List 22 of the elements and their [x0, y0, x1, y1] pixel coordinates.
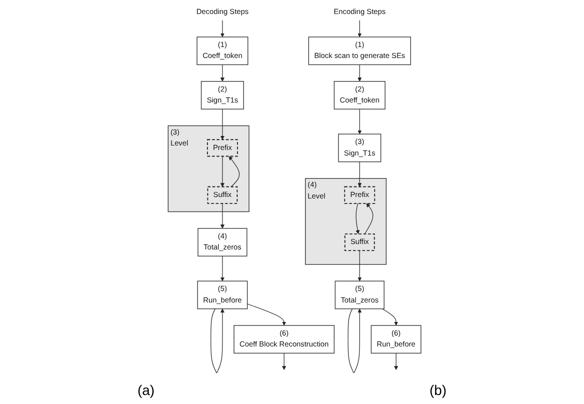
arrow — [394, 352, 398, 370]
arrow — [358, 20, 362, 38]
arrow — [348, 308, 362, 374]
arrow — [220, 64, 224, 82]
arrow — [247, 304, 286, 326]
arrow — [282, 352, 286, 370]
panel-label: (b) — [429, 382, 447, 398]
arrow — [358, 64, 362, 82]
arrow — [220, 256, 224, 282]
arrow — [358, 250, 362, 282]
arrow — [220, 203, 224, 229]
arrow — [358, 108, 362, 134]
arrow — [358, 162, 362, 187]
arrow — [210, 308, 224, 374]
panel-label: (a) — [137, 382, 155, 398]
arrow — [228, 156, 240, 188]
arrow — [382, 308, 398, 326]
arrow — [220, 156, 224, 187]
arrow — [220, 20, 224, 38]
arrow — [220, 108, 224, 140]
arrow — [364, 203, 374, 234]
arrow — [356, 203, 360, 234]
